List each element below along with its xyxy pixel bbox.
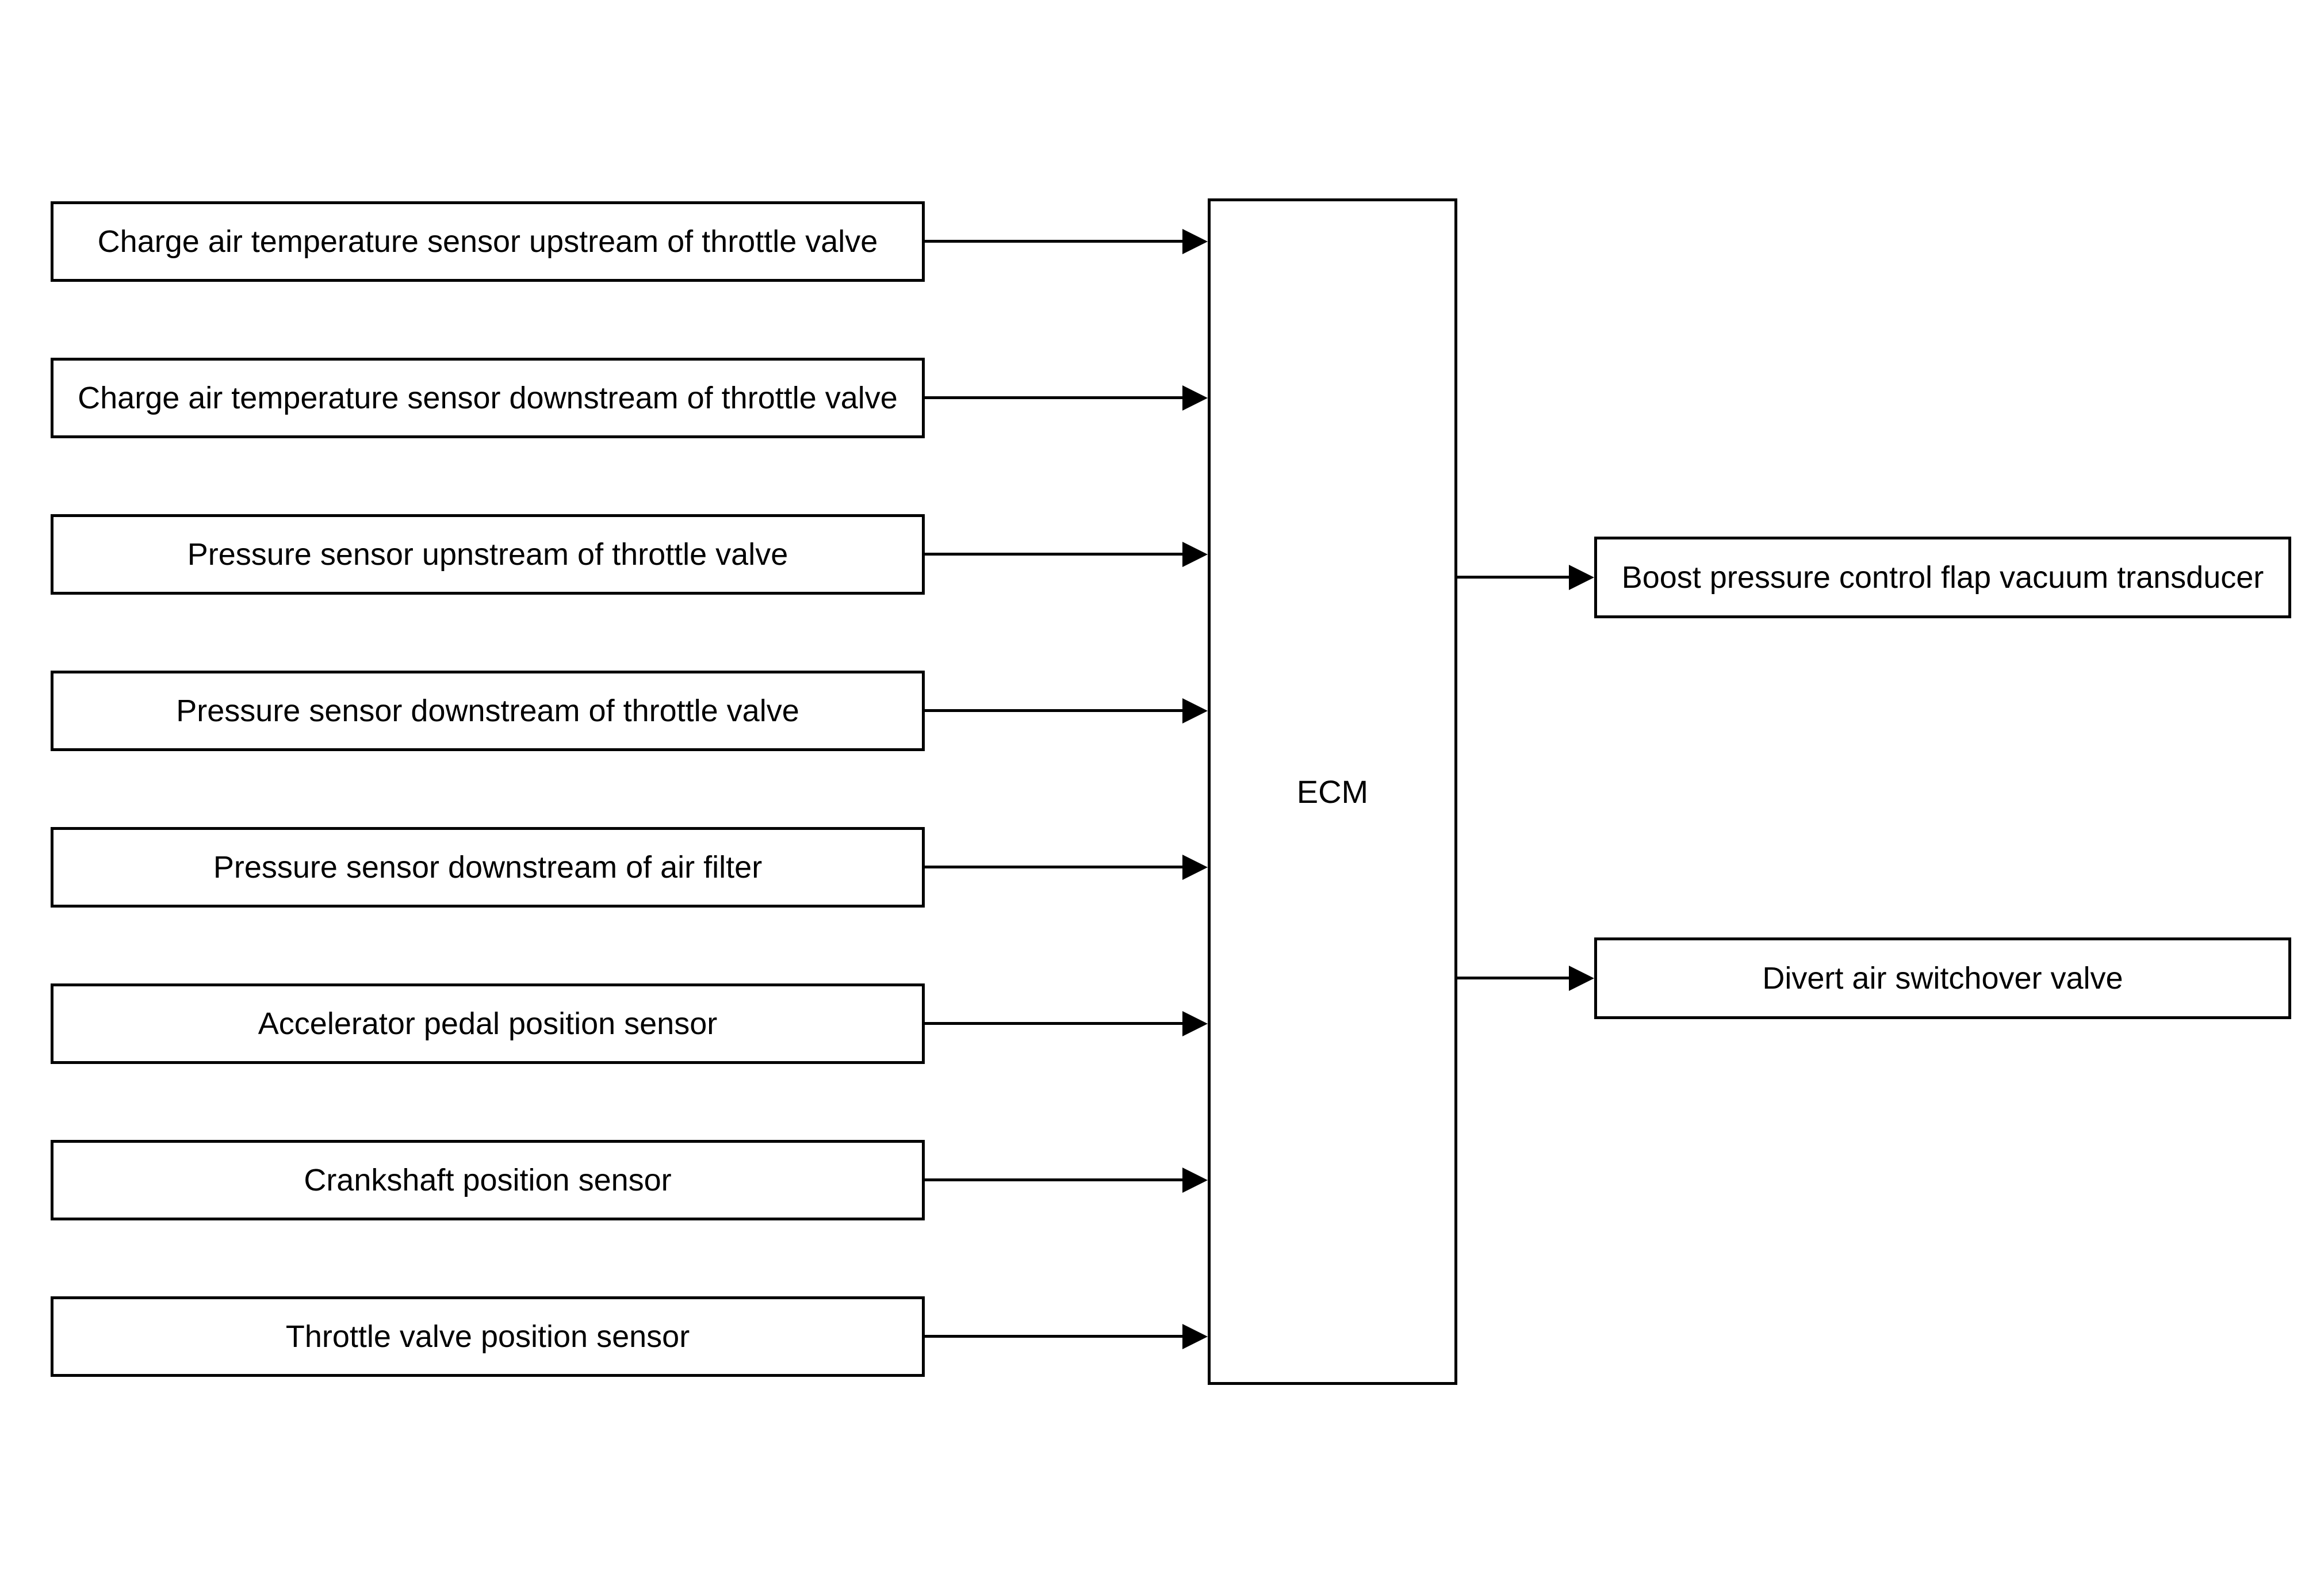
input-box-crankshaft-position: Crankshaft position sensor [51, 1140, 925, 1220]
input-label: Accelerator pedal position sensor [258, 1006, 718, 1041]
arrow-shaft [925, 1022, 1187, 1025]
input-box-pressure-upstream-throttle: Pressure sensor upnstream of throttle va… [51, 514, 925, 595]
arrow-input-2-to-ecm [925, 385, 1208, 411]
input-label: Charge air temperature sensor downstream… [78, 381, 898, 415]
arrow-input-8-to-ecm [925, 1324, 1208, 1349]
input-box-charge-air-temp-upstream: Charge air temperature sensor upstream o… [51, 201, 925, 282]
output-label: Boost pressure control flap vacuum trans… [1621, 560, 2264, 595]
arrow-shaft [925, 709, 1187, 712]
input-box-pressure-downstream-throttle: Pressure sensor downstream of throttle v… [51, 671, 925, 751]
arrow-input-3-to-ecm [925, 542, 1208, 567]
arrow-input-1-to-ecm [925, 229, 1208, 254]
arrowhead-icon [1182, 229, 1208, 254]
input-box-charge-air-temp-downstream: Charge air temperature sensor downstream… [51, 358, 925, 438]
input-label: Pressure sensor upnstream of throttle va… [187, 537, 788, 572]
arrow-shaft [925, 240, 1187, 243]
input-label: Pressure sensor downstream of throttle v… [176, 694, 799, 728]
arrowhead-icon [1569, 966, 1594, 991]
ecm-box: ECM [1208, 198, 1457, 1385]
arrow-input-5-to-ecm [925, 855, 1208, 880]
arrowhead-icon [1182, 385, 1208, 411]
arrow-shaft [1457, 977, 1573, 979]
arrowhead-icon [1182, 1324, 1208, 1349]
arrow-ecm-to-output-1 [1457, 565, 1594, 590]
input-label: Crankshaft position sensor [304, 1163, 672, 1197]
input-label: Charge air temperature sensor upstream o… [97, 224, 878, 259]
input-label: Throttle valve position sensor [285, 1319, 690, 1354]
output-box-boost-pressure-transducer: Boost pressure control flap vacuum trans… [1594, 537, 2291, 618]
arrowhead-icon [1182, 698, 1208, 724]
arrow-shaft [925, 1335, 1187, 1338]
arrow-input-4-to-ecm [925, 698, 1208, 724]
arrow-shaft [925, 1178, 1187, 1181]
arrow-shaft [925, 866, 1187, 868]
arrowhead-icon [1569, 565, 1594, 590]
arrow-ecm-to-output-2 [1457, 966, 1594, 991]
arrow-input-6-to-ecm [925, 1011, 1208, 1036]
arrow-input-7-to-ecm [925, 1168, 1208, 1193]
output-label: Divert air switchover valve [1762, 961, 2123, 996]
ecm-label: ECM [1296, 774, 1369, 810]
arrowhead-icon [1182, 542, 1208, 567]
input-box-throttle-valve-position: Throttle valve position sensor [51, 1296, 925, 1377]
arrow-shaft [1457, 576, 1573, 579]
input-label: Pressure sensor downstream of air filter [213, 850, 763, 885]
arrowhead-icon [1182, 1168, 1208, 1193]
input-box-accelerator-pedal-position: Accelerator pedal position sensor [51, 983, 925, 1064]
arrow-shaft [925, 553, 1187, 556]
arrowhead-icon [1182, 855, 1208, 880]
input-box-pressure-downstream-air-filter: Pressure sensor downstream of air filter [51, 827, 925, 908]
arrowhead-icon [1182, 1011, 1208, 1036]
arrow-shaft [925, 396, 1187, 399]
output-box-divert-air-switchover-valve: Divert air switchover valve [1594, 937, 2291, 1019]
